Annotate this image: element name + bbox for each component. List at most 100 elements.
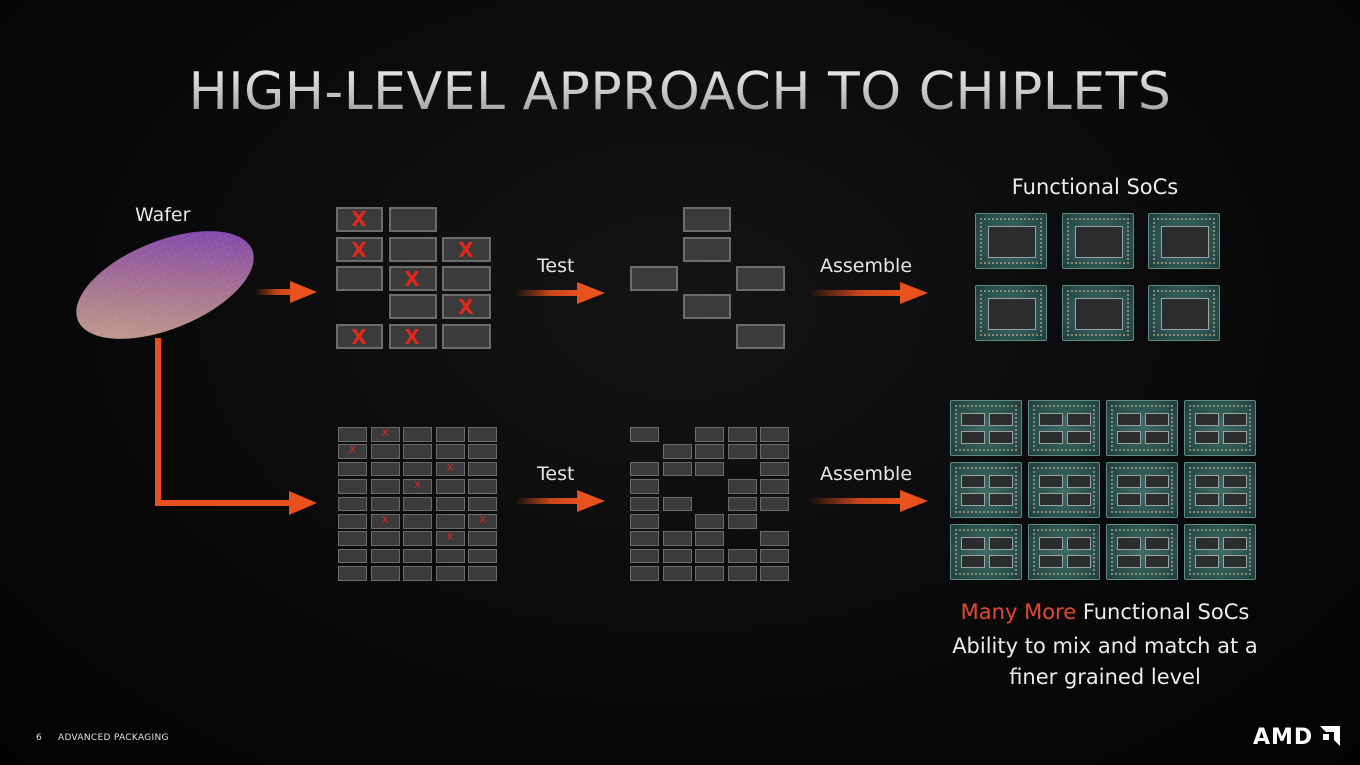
large-die <box>336 207 383 232</box>
arrow-wafer-to-chiplets <box>155 338 317 515</box>
large-die <box>336 266 383 291</box>
good-chiplet-die <box>662 566 692 581</box>
slide-title: HIGH-LEVEL APPROACH TO CHIPLETS <box>0 62 1360 122</box>
chiplet-die <box>468 461 497 477</box>
assemble-label-bottom: Assemble <box>820 463 913 485</box>
chiplet-die <box>403 479 432 494</box>
good-chiplet-die <box>727 514 757 529</box>
defect-mark: X <box>381 428 389 439</box>
good-chiplet-die <box>630 548 659 564</box>
ability-line-2: finer grained level <box>1009 665 1201 689</box>
good-chiplet-die <box>662 496 692 512</box>
chiplet-die <box>403 461 432 477</box>
good-chiplet-die <box>727 479 757 494</box>
assemble-label-top: Assemble <box>820 255 913 277</box>
large-die <box>389 294 437 319</box>
chiplet-die <box>370 566 400 581</box>
chiplet-die <box>435 496 465 512</box>
chiplet-soc <box>1184 462 1256 518</box>
monolithic-soc <box>1062 285 1134 341</box>
chiplet-die <box>435 427 465 442</box>
amd-arrow-icon <box>1320 726 1341 746</box>
chiplet-die <box>403 496 432 512</box>
good-chiplet-die <box>760 496 789 512</box>
monolithic-soc-grid <box>975 213 1220 341</box>
chiplet-soc <box>1184 400 1256 456</box>
chiplet-soc <box>950 524 1022 580</box>
good-chiplet-die <box>695 548 724 564</box>
chiplet-die <box>338 531 367 546</box>
chiplet-die <box>468 479 497 494</box>
good-chiplet-die <box>695 461 724 477</box>
defect-mark: X <box>446 532 454 544</box>
chiplet-die <box>338 566 367 581</box>
good-chiplet-die <box>727 427 757 442</box>
chiplet-die <box>338 548 367 564</box>
good-chiplet-die <box>630 479 659 494</box>
good-chiplet-die <box>760 444 789 459</box>
chiplet-die <box>338 444 367 459</box>
large-die <box>442 294 491 319</box>
good-chiplet-die <box>630 531 659 546</box>
good-large-die <box>683 294 731 319</box>
large-die <box>389 207 437 232</box>
defect-mark: X <box>458 238 474 262</box>
good-chiplet-die <box>662 531 692 546</box>
good-chiplet-die <box>760 461 789 477</box>
chiplet-die <box>468 514 497 529</box>
arrow-test-top <box>515 282 605 304</box>
page-number: 6 <box>36 733 43 743</box>
large-die <box>389 266 437 291</box>
good-chiplet-die <box>630 427 659 442</box>
chiplet-die <box>468 444 497 459</box>
chiplet-soc <box>1028 400 1100 456</box>
chiplet-soc <box>1106 400 1178 456</box>
large-die-grid: X X X X X X X <box>336 207 491 349</box>
many-more-rest: Functional SoCs <box>1076 600 1250 624</box>
good-chiplet-die <box>727 566 757 581</box>
chiplet-die <box>403 548 432 564</box>
chiplet-die <box>370 461 400 477</box>
large-die <box>442 324 491 349</box>
functional-socs-label: Functional SoCs <box>1011 175 1179 199</box>
arrow-wafer-to-dies-top <box>255 281 317 303</box>
monolithic-soc <box>1148 213 1220 269</box>
ability-line-1: Ability to mix and match at a <box>952 634 1258 658</box>
chiplet-die <box>435 548 465 564</box>
chiplet-die <box>370 444 400 459</box>
good-chiplet-die <box>727 548 757 564</box>
defect-mark: X <box>349 445 356 457</box>
chiplet-die <box>435 444 465 459</box>
defect-mark: X <box>446 462 454 474</box>
good-chiplet-die <box>695 531 724 546</box>
footer-text: ADVANCED PACKAGING <box>58 733 169 743</box>
good-chiplet-die <box>760 548 789 564</box>
chiplet-die <box>435 514 465 529</box>
chiplet-soc <box>950 400 1022 456</box>
good-chiplet-die <box>695 427 724 442</box>
many-more-highlight: Many More <box>960 600 1077 624</box>
chiplet-die <box>403 427 432 442</box>
good-chiplet-die <box>630 496 659 512</box>
wafer-label: Wafer <box>135 204 191 226</box>
chiplet-die <box>338 479 367 494</box>
arrow-test-bottom <box>515 490 605 512</box>
large-die <box>336 324 383 349</box>
defect-mark: X <box>351 238 367 262</box>
large-die <box>442 237 491 262</box>
chiplet-soc <box>1106 524 1178 580</box>
chiplet-soc <box>950 462 1022 518</box>
amd-logo: AMD <box>1253 725 1341 751</box>
defect-mark: X <box>414 480 421 492</box>
chiplet-die <box>370 531 400 546</box>
defect-mark: X <box>381 515 389 526</box>
chiplet-soc-grid <box>950 400 1256 580</box>
good-large-die <box>630 266 678 291</box>
chiplet-soc <box>1028 524 1100 580</box>
good-chiplet-die <box>662 548 692 564</box>
chiplet-die <box>435 479 465 494</box>
wafer-image <box>76 231 254 339</box>
many-more-caption: Many More Functional SoCs <box>930 600 1280 624</box>
good-large-die-grid <box>630 207 785 349</box>
large-die <box>336 237 383 262</box>
